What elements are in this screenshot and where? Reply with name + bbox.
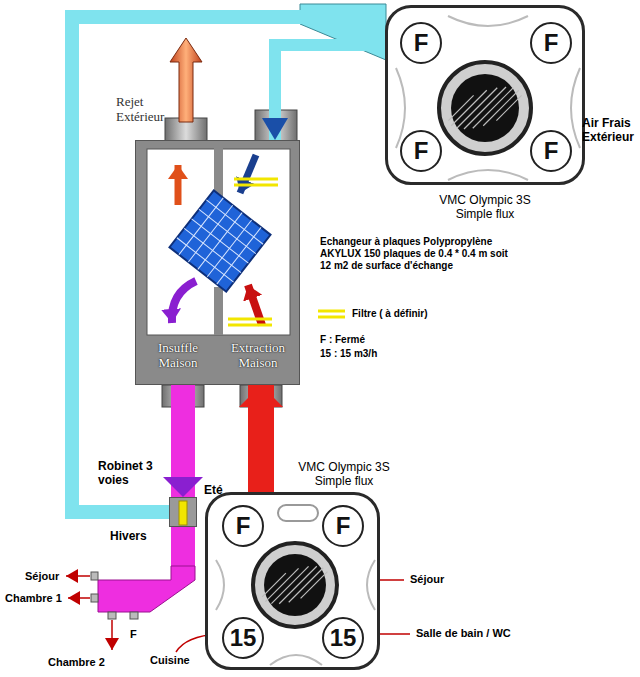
air-duct-connector bbox=[171, 385, 195, 497]
node-label: Hivers bbox=[110, 530, 147, 544]
manifold-box: SéjourChambre 1Chambre 2F bbox=[98, 566, 198, 612]
port-state: F bbox=[336, 512, 351, 540]
unitBottom-box: VMC Olympic 3S Simple fluxFF1515 bbox=[205, 492, 380, 670]
port-state: F bbox=[414, 29, 429, 57]
port-state: 15 bbox=[230, 624, 257, 652]
node-label: Extraction Maison bbox=[220, 341, 296, 371]
port-circle: F bbox=[530, 22, 572, 64]
callout-label: Cuisine bbox=[150, 654, 190, 667]
air-duct-connector bbox=[275, 45, 385, 140]
port-circle: F bbox=[530, 130, 572, 172]
node-label: VMC Olympic 3S Simple flux bbox=[428, 194, 542, 222]
port-state: F bbox=[414, 137, 429, 165]
port-circle: F bbox=[322, 505, 364, 547]
port-state: F bbox=[544, 29, 559, 57]
port-circle: 15 bbox=[222, 617, 264, 659]
node-label: F bbox=[130, 628, 137, 641]
port-state: F bbox=[544, 137, 559, 165]
node-label: Robinet 3 voies bbox=[98, 460, 164, 488]
port-circle: 15 bbox=[322, 617, 364, 659]
node-label: Eté bbox=[204, 484, 223, 498]
node-label: Chambre 2 bbox=[48, 656, 105, 669]
unitTop-box: VMC Olympic 3S Simple fluxFFFF bbox=[385, 5, 585, 185]
callout-label: Séjour bbox=[410, 573, 444, 586]
legend-text: Filtre ( à définir) bbox=[352, 308, 428, 320]
valve-box: Robinet 3 voiesEtéHivers bbox=[169, 497, 197, 527]
node-label: Rejet Extérieur bbox=[116, 95, 178, 125]
port-state: F bbox=[236, 512, 251, 540]
node-label: VMC Olympic 3S Simple flux bbox=[294, 461, 394, 489]
node-label: Séjour bbox=[25, 570, 59, 583]
node-label: Insuffle Maison bbox=[142, 341, 214, 371]
callout-label: 15 : 15 m3/h bbox=[320, 348, 377, 360]
callout-label: Echangeur à plaques Polypropylène AKYLUX… bbox=[320, 236, 520, 272]
callout-label: Salle de bain / WC bbox=[416, 627, 511, 640]
callout-label: Air Frais Extérieur bbox=[582, 116, 638, 145]
port-circle: F bbox=[400, 130, 442, 172]
air-duct-connector bbox=[248, 385, 274, 492]
callout-label: F : Fermé bbox=[320, 334, 365, 346]
port-circle: F bbox=[400, 22, 442, 64]
port-state: 15 bbox=[330, 624, 357, 652]
port-circle: F bbox=[222, 505, 264, 547]
frame-box: Rejet ExtérieurInsuffle MaisonExtraction… bbox=[135, 140, 300, 385]
node-label: Chambre 1 bbox=[5, 592, 62, 605]
